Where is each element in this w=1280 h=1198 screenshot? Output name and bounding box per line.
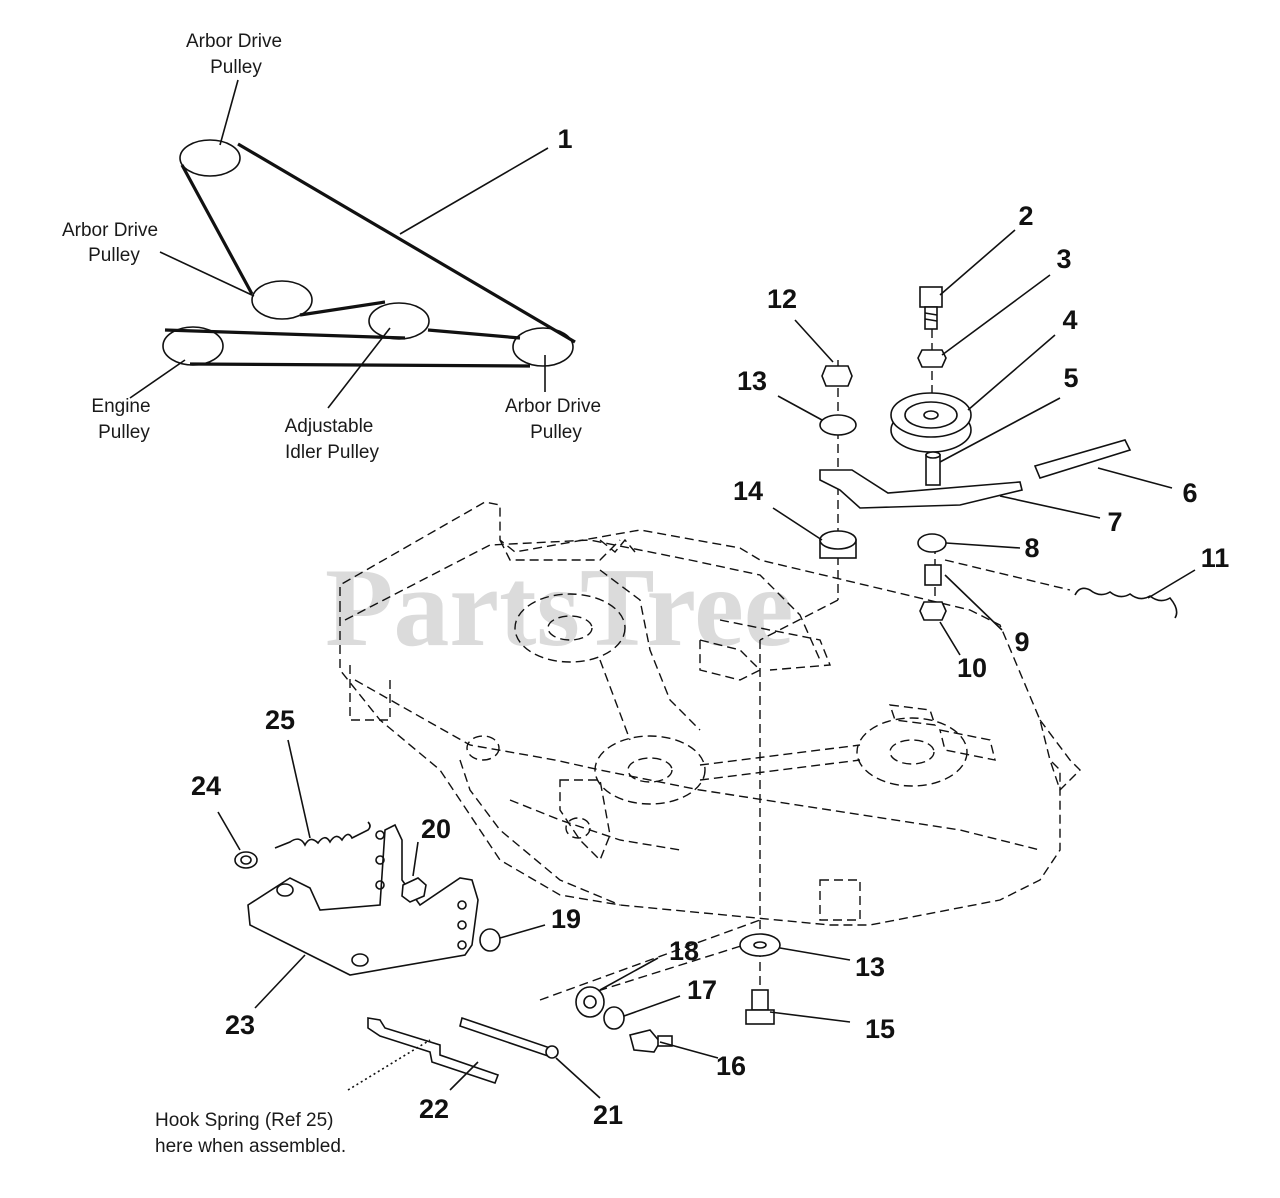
callout-5: 5 <box>1063 363 1078 393</box>
callout-8: 8 <box>1024 533 1039 563</box>
pulley-label-arbor-top-line2: Pulley <box>210 57 262 78</box>
callout-23: 23 <box>225 1010 255 1040</box>
leader-idler-pulley <box>327 327 391 409</box>
callout-10: 10 <box>957 653 987 683</box>
pulley-label-idler-line2: Idler Pulley <box>285 442 379 463</box>
part-5-spacer <box>925 451 941 486</box>
callout-numbers: 1 2 3 4 5 6 7 8 9 10 11 12 13 13 14 15 1… <box>191 124 1229 1130</box>
callout-13-bottom: 13 <box>855 952 885 982</box>
part-11-spring <box>1074 587 1178 619</box>
part-17-washer <box>603 1006 625 1030</box>
leader-pulley-top <box>219 79 239 146</box>
part-18-spacer <box>575 986 605 1018</box>
callout-15: 15 <box>865 1014 895 1044</box>
pulley-label-arbor-right-line2: Pulley <box>530 422 582 443</box>
pulley-label-idler-line1: Adjustable <box>285 416 374 437</box>
part-14-spacer <box>819 530 857 559</box>
callout-18: 18 <box>669 936 699 966</box>
callout-21: 21 <box>593 1100 623 1130</box>
part-22-hook-rod <box>367 1017 500 1085</box>
spindle-right <box>856 717 968 787</box>
watermark: PartsTree <box>325 546 794 670</box>
pulley-label-engine-line1: Engine <box>91 396 150 417</box>
pulley-label-engine-line2: Pulley <box>98 422 150 443</box>
note-line1: Hook Spring (Ref 25) <box>155 1110 333 1131</box>
arbor-drive-pulley-middle <box>251 280 313 320</box>
callout-3: 3 <box>1056 244 1071 274</box>
pulley-labels: Arbor Drive Pulley Arbor Drive Pulley En… <box>62 31 601 463</box>
adjustable-idler-pulley <box>368 302 430 340</box>
pulley-label-arbor-right-line1: Arbor Drive <box>505 396 601 417</box>
callout-25: 25 <box>265 705 295 735</box>
callout-22: 22 <box>419 1094 449 1124</box>
callout-6: 6 <box>1182 478 1197 508</box>
part-9-spacer <box>924 564 942 586</box>
mower-deck <box>339 501 1081 926</box>
callout-19: 19 <box>551 904 581 934</box>
leader-engine-pulley <box>129 359 186 399</box>
belt-routing-diagram <box>129 79 576 409</box>
callout-13-top: 13 <box>737 366 767 396</box>
part-7-idler-arm <box>819 469 1023 509</box>
part-23-hanger-bracket <box>247 823 479 976</box>
spindle-left <box>514 593 626 663</box>
part-10-nut <box>919 601 947 621</box>
drive-belt <box>164 142 576 368</box>
callout-9: 9 <box>1014 627 1029 657</box>
callout-7: 7 <box>1107 507 1122 537</box>
pulley-label-arbor-middle-line1: Arbor Drive <box>62 220 158 241</box>
callout-20: 20 <box>421 814 451 844</box>
callout-12: 12 <box>767 284 797 314</box>
assembly-note: Hook Spring (Ref 25) here when assembled… <box>155 1110 346 1157</box>
part-8-washer <box>917 533 947 553</box>
part-3-lock-nut <box>917 349 947 368</box>
part-16-bolt <box>629 1029 673 1053</box>
callout-17: 17 <box>687 975 717 1005</box>
idler-assembly <box>539 286 1178 1025</box>
callout-24: 24 <box>191 771 221 801</box>
part-21-pin <box>459 1016 559 1059</box>
arbor-drive-pulley-right <box>512 327 574 367</box>
callout-2: 2 <box>1018 201 1033 231</box>
callout-11: 11 <box>1201 543 1230 573</box>
part-6-sleeve <box>1033 439 1132 479</box>
pulley-label-arbor-middle-line2: Pulley <box>88 245 140 266</box>
part-25-spring <box>274 821 371 849</box>
part-20-nut <box>401 877 427 903</box>
part-24-bushing <box>234 851 258 869</box>
part-2-bolt <box>919 286 943 330</box>
arbor-drive-pulley-top <box>179 139 241 177</box>
callout-4: 4 <box>1062 305 1077 335</box>
part-4-idler-pulley <box>890 392 972 453</box>
part-15-shoulder-bolt <box>745 989 775 1025</box>
pulley-label-arbor-top-line1: Arbor Drive <box>186 31 282 52</box>
part-19-washer <box>479 928 501 952</box>
part-13-washer-top <box>819 414 857 436</box>
spindle-center <box>594 735 706 805</box>
part-12-nut <box>821 365 853 387</box>
callout-14: 14 <box>733 476 763 506</box>
leader-callout-1 <box>399 147 549 235</box>
hanger-bracket-assembly <box>234 821 673 1091</box>
note-pointer <box>347 1039 431 1091</box>
note-line2: here when assembled. <box>155 1136 346 1157</box>
callout-1: 1 <box>557 124 572 154</box>
leader-pulley-middle <box>159 251 255 297</box>
callout-16: 16 <box>716 1051 746 1081</box>
callout-leaders <box>217 229 1196 1099</box>
